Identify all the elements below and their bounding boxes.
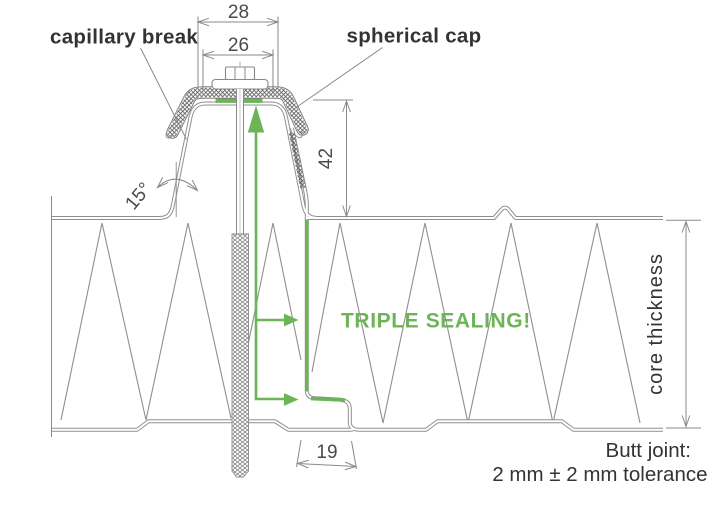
dim-42-text: 42 (316, 148, 337, 169)
butt-joint-tolerance: 2 mm ± 2 mm tolerance (492, 463, 707, 486)
screw-shank (236, 89, 244, 234)
core-thickness-label: core thickness (645, 253, 667, 395)
washer (211, 78, 269, 90)
fastener-screw (211, 61, 269, 478)
spherical-cap-leader (292, 47, 383, 111)
dimension-slope-angle: 15° (122, 162, 199, 217)
dimension-joint-overlap: 19 (295, 439, 358, 471)
spherical-cap-band (165, 93, 303, 139)
dim-15deg-text: 15° (122, 179, 157, 215)
joint-vertical-seal (305, 219, 309, 392)
arrow-right-head-1 (284, 313, 299, 327)
dim-28-text: 28 (228, 2, 249, 23)
spherical-cap-label: spherical cap (347, 25, 482, 48)
arrow-right-head-2 (284, 393, 299, 406)
hex-head (224, 66, 256, 81)
capillary-break-leader (140, 47, 187, 140)
dimension-rib-height: 42 (313, 99, 353, 219)
capillary-break-hook (165, 132, 174, 139)
panel-sheets (50, 101, 665, 432)
butt-joint-title: Butt joint: (606, 439, 691, 462)
dim-26-text: 26 (228, 35, 249, 56)
cap-right-flare (295, 130, 303, 139)
dimension-core-thickness: core thickness (645, 219, 701, 429)
triple-sealing-label: TRIPLE SEALING! (341, 310, 531, 333)
core-zigzag (60, 222, 641, 424)
side-lap-gasket (288, 132, 306, 189)
triple-seal-arrows (247, 105, 299, 406)
dimension-cap-inner-width: 26 (201, 35, 275, 91)
screw-thread (231, 233, 249, 478)
dimension-cap-outer-width: 28 (196, 2, 280, 88)
joint-bottom-seal (310, 396, 346, 402)
dim-19-text: 19 (316, 442, 337, 463)
arrow-up-head (247, 105, 265, 133)
capillary-break-label: capillary break (50, 26, 198, 49)
